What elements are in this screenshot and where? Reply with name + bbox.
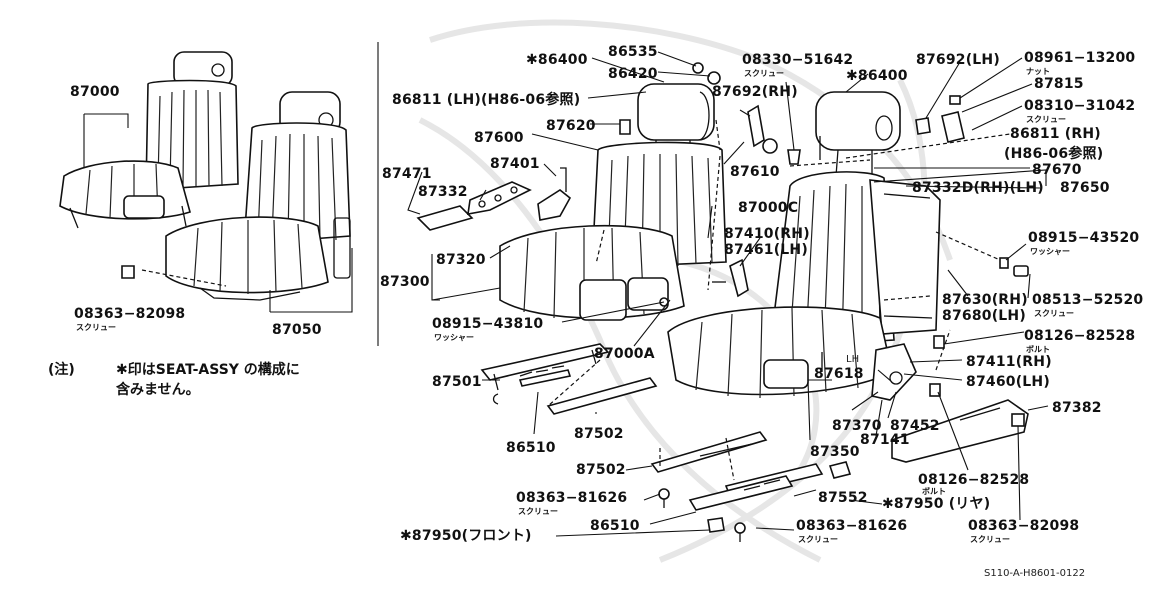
label-87410: 87410(RH) <box>724 226 810 242</box>
front-seat-parts <box>667 91 1029 463</box>
label-08961-13200: 08961−13200 <box>1024 50 1135 66</box>
inset-leaders <box>83 113 353 313</box>
label-87680: 87680(LH) <box>942 308 1026 324</box>
label-87332: 87332 <box>418 184 468 200</box>
label-87630: 87630(RH) <box>942 292 1028 308</box>
label-08363-81626-b: 08363−81626 <box>796 518 907 534</box>
label-nut: ナット <box>1026 67 1050 76</box>
label-87502-a: 87502 <box>574 426 624 442</box>
label-87610: 87610 <box>730 164 780 180</box>
label-87552: 87552 <box>818 490 868 506</box>
label-86811-rh: 86811 (RH) <box>1010 126 1101 142</box>
label-08363-82098-inset: 08363−82098 <box>74 306 185 322</box>
label-screw-c: スクリュー <box>1026 114 1066 124</box>
label-87620: 87620 <box>546 118 596 134</box>
label-87461: 87461(LH) <box>724 242 808 258</box>
label-08363-81626-a: 08363−81626 <box>516 490 627 506</box>
label-87320: 87320 <box>436 252 486 268</box>
label-86400-a: ✱86400 <box>526 52 588 68</box>
label-87618: 87618 <box>814 366 864 382</box>
label-87650: 87650 <box>1060 180 1110 196</box>
label-86400-b: ✱86400 <box>846 68 908 84</box>
label-08310-31042: 08310−31042 <box>1024 98 1135 114</box>
label-87332d: 87332D(RH)(LH) <box>912 180 1044 196</box>
label-87670: 87670 <box>1032 162 1082 178</box>
label-87950-rear: ✱87950 (リヤ) <box>882 496 990 512</box>
label-87411: 87411(RH) <box>966 354 1052 370</box>
label-bolt-a: ボルト <box>1026 344 1050 354</box>
label-87401: 87401 <box>490 156 540 172</box>
rear-seat-parts <box>416 62 801 321</box>
label-87692-rh: 87692(RH) <box>712 84 798 100</box>
inset-seat-rear <box>59 51 239 229</box>
label-86811-lh: 86811 (LH)(H86-06参照) <box>392 91 580 108</box>
label-08915-43520: 08915−43520 <box>1028 230 1139 246</box>
label-washer-b: ワッシャー <box>1030 247 1070 256</box>
label-87452: 87452 <box>890 418 940 434</box>
label-87000a: 87000A <box>594 346 655 362</box>
label-screw-b: スクリュー <box>744 68 784 78</box>
label-87502-b: 87502 <box>576 462 626 478</box>
label-87000: 87000 <box>70 84 120 100</box>
label-08915-43810: 08915−43810 <box>432 316 543 332</box>
label-washer-a: ワッシャー <box>434 333 474 342</box>
label-screw-f: スクリュー <box>518 506 558 516</box>
label-87815: 87815 <box>1034 76 1084 92</box>
label-87501: 87501 <box>432 374 482 390</box>
label-86420: 86420 <box>608 66 658 82</box>
label-87000c: 87000C <box>738 200 798 216</box>
label-screw-d: スクリュー <box>1034 308 1074 318</box>
inset-seat-front <box>165 91 351 301</box>
label-87350: 87350 <box>810 444 860 460</box>
note-prefix: (注) <box>48 361 75 378</box>
label-87300: 87300 <box>380 274 430 290</box>
label-86510-a: 86510 <box>506 440 556 456</box>
label-86811-ref: (H86-06参照) <box>1004 145 1103 162</box>
label-lh-mark: LH <box>846 354 859 365</box>
label-08363-82098-b: 08363−82098 <box>968 518 1079 534</box>
label-08330-51642: 08330−51642 <box>742 52 853 68</box>
label-87382: 87382 <box>1052 400 1102 416</box>
label-87600: 87600 <box>474 130 524 146</box>
label-screw-g: スクリュー <box>798 534 838 544</box>
label-08513-52520: 08513−52520 <box>1032 292 1143 308</box>
label-86510-b: 86510 <box>590 518 640 534</box>
label-08126-82528-a: 08126−82528 <box>1024 328 1135 344</box>
label-87950-front: ✱87950(フロント) <box>400 528 532 544</box>
label-08126-82528-b: 08126−82528 <box>918 472 1029 488</box>
label-87370: 87370 <box>832 418 882 434</box>
label-87460: 87460(LH) <box>966 374 1050 390</box>
label-87471: 87471 <box>382 166 432 182</box>
label-87692-lh: 87692(LH) <box>916 52 1000 68</box>
leader-lines <box>407 51 1049 537</box>
label-86535: 86535 <box>608 44 658 60</box>
label-screw-inset: スクリュー <box>76 322 116 332</box>
label-bolt-b: ボルト <box>922 486 946 496</box>
note-line-2: 含みません。 <box>116 381 200 398</box>
note-line-1: ✱印はSEAT-ASSY の構成に <box>116 361 300 378</box>
label-87141: 87141 <box>860 432 910 448</box>
label-screw-e: スクリュー <box>970 534 1010 544</box>
diagram-code: S110-A-H8601-0122 <box>984 568 1085 579</box>
label-87050: 87050 <box>272 322 322 338</box>
seat-rail-parts <box>480 343 852 542</box>
